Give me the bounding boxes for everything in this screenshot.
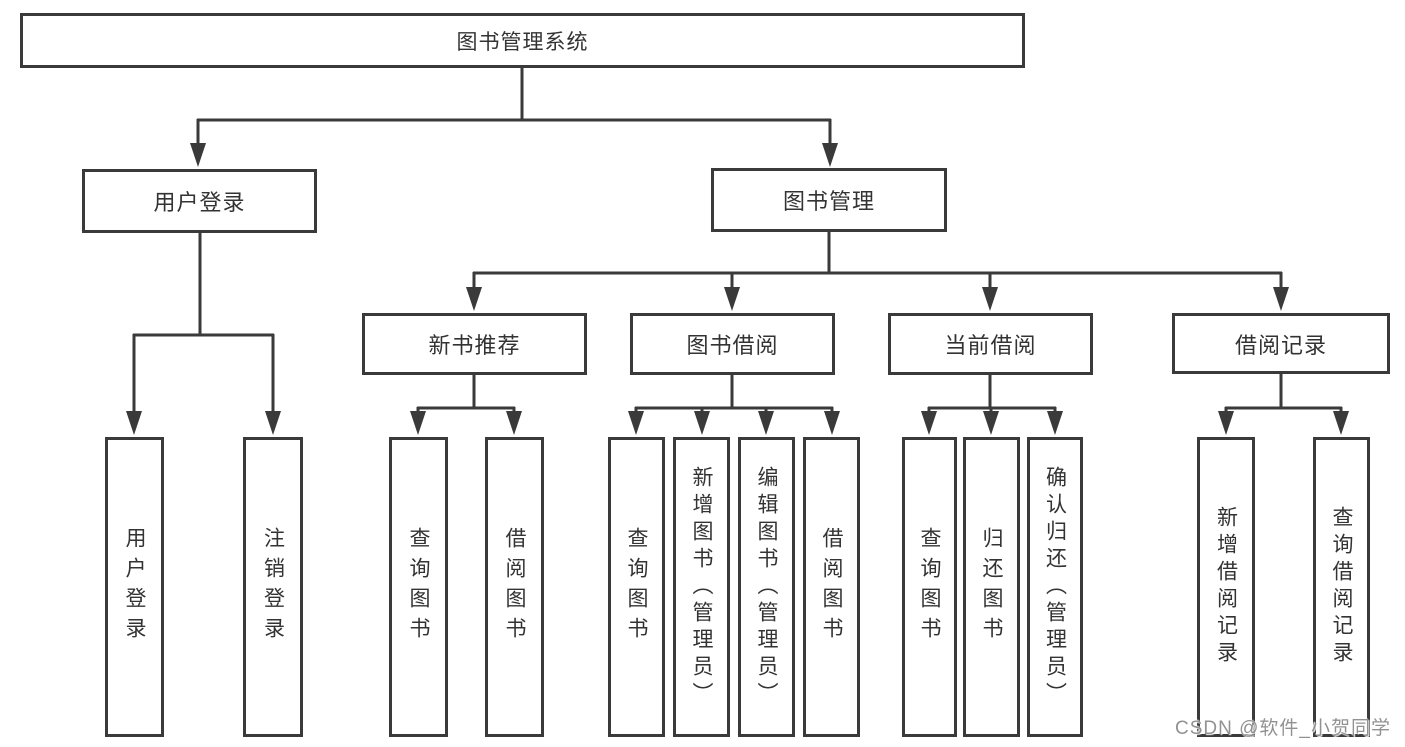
node-borrow-records: 借阅记录 [1172, 313, 1390, 374]
leaf-return-books: 归还图书 [963, 437, 1020, 737]
leaf-current-query-books: 查询图书 [902, 437, 957, 737]
leaf-recommend-borrow-books: 借阅图书 [485, 437, 544, 737]
node-user-login: 用户登录 [82, 169, 317, 233]
leaf-logout: 注销登录 [243, 437, 303, 737]
leaf-borrow-books: 借阅图书 [803, 437, 860, 737]
leaf-edit-books-admin: 编辑图书（管理员） [738, 437, 795, 737]
node-library-management-system: 图书管理系统 [20, 13, 1025, 68]
node-book-management: 图书管理 [711, 168, 947, 232]
leaf-borrow-query-books: 查询图书 [608, 437, 665, 737]
leaf-add-books-admin: 新增图书（管理员） [673, 437, 730, 737]
arrowhead-icons [126, 143, 1349, 435]
leaf-confirm-return-admin: 确认归还（管理员） [1027, 437, 1083, 737]
leaf-recommend-query-books: 查询图书 [389, 437, 448, 737]
leaf-query-borrow-record: 查询借阅记录 [1313, 437, 1370, 737]
leaf-add-borrow-record: 新增借阅记录 [1197, 437, 1255, 737]
node-book-borrow: 图书借阅 [630, 313, 835, 375]
node-new-book-recommend: 新书推荐 [362, 313, 587, 375]
node-current-borrow: 当前借阅 [888, 313, 1093, 375]
leaf-user-login: 用户登录 [105, 437, 164, 737]
